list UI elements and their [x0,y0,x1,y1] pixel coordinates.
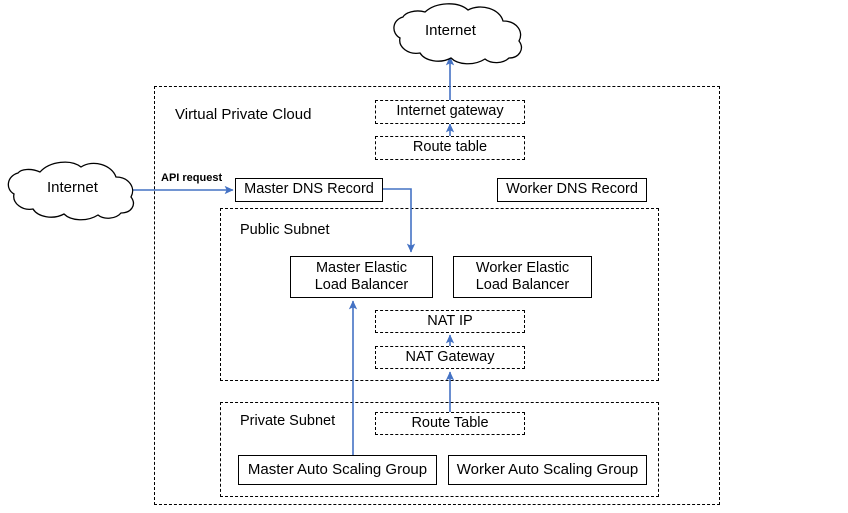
internet-cloud-left-label: Internet [47,179,98,196]
worker-dns-record-node[interactable]: Worker DNS Record [497,178,647,202]
master-elb-label-line1: Master Elastic [315,259,408,276]
private-subnet-label: Private Subnet [240,413,336,429]
internet-cloud-top-label: Internet [425,22,476,39]
api-request-edge-label: API request [161,172,223,184]
public-subnet-container [220,208,659,381]
master-elastic-load-balancer-node[interactable]: Master Elastic Load Balancer [290,256,433,298]
route-table-private-node[interactable]: Route Table [375,412,525,435]
master-auto-scaling-group-node[interactable]: Master Auto Scaling Group [238,455,437,485]
worker-elb-label-line2: Load Balancer [475,277,570,293]
vpc-label: Virtual Private Cloud [175,106,312,123]
nat-gateway-node[interactable]: NAT Gateway [375,346,525,369]
nat-ip-node[interactable]: NAT IP [375,310,525,333]
worker-elb-label-line1: Worker Elastic [475,259,570,276]
master-dns-record-node[interactable]: Master DNS Record [235,178,383,202]
master-elb-label-line2: Load Balancer [314,277,409,293]
vpc-container [154,86,720,505]
worker-elastic-load-balancer-node[interactable]: Worker Elastic Load Balancer [453,256,592,298]
route-table-top-node[interactable]: Route table [375,136,525,160]
internet-gateway-node[interactable]: Internet gateway [375,100,525,124]
worker-auto-scaling-group-node[interactable]: Worker Auto Scaling Group [448,455,647,485]
private-subnet-container [220,402,659,497]
public-subnet-label: Public Subnet [240,222,330,238]
